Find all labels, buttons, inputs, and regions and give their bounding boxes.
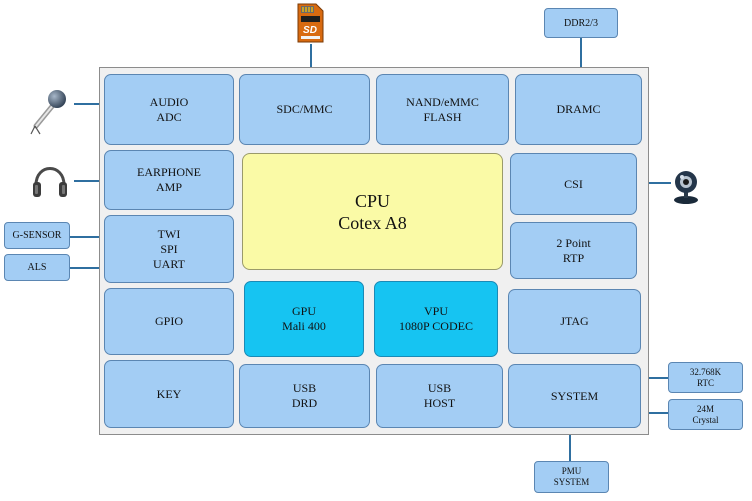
pmu-line-1: PMU [561,466,582,476]
rtc-connector [649,377,668,379]
microphone-connector [74,103,99,105]
audio-adc-block: AUDIO ADC [104,74,234,145]
cpu-block: CPU Cotex A8 [242,153,503,270]
crystal-line-2: Crystal [692,414,719,425]
crystal-box: 24M Crystal [668,399,743,430]
headphones-connector [74,180,99,182]
earphone-amp-line-1: EARPHONE [136,165,201,179]
usb-host-line-2: HOST [423,396,456,410]
ddr-connector [580,38,582,67]
usb-host-block: USB HOST [376,364,503,428]
usb-drd-line-1: USB [292,381,317,395]
twi-spi-uart-block: TWI SPI UART [104,215,234,283]
usb-host-line-1: USB [427,381,452,395]
ddr-box: DDR2/3 [544,8,618,38]
nand-flash-line-2: FLASH [423,109,462,124]
webcam-icon [671,169,701,205]
ddr-label: DDR2/3 [564,17,598,29]
headphones-icon [30,159,70,201]
earphone-amp-block: EARPHONE AMP [104,150,234,210]
usb-drd-block: USB DRD [239,364,370,428]
crystal-connector [649,412,668,414]
vpu-block: VPU 1080P CODEC [374,281,498,357]
sd-card-label: SD [303,25,317,36]
cpu-line-2: Cotex A8 [338,212,407,233]
dramc-block: DRAMC [515,74,642,145]
rtc-box: 32.768K RTC [668,362,743,393]
usb-drd-line-2: DRD [291,396,318,410]
spi-label: SPI [160,241,178,256]
system-label: SYSTEM [550,388,599,403]
gpio-block: GPIO [104,288,234,355]
key-label: KEY [156,386,182,401]
sd-card-icon: SD [295,3,325,44]
sdc-mmc-block: SDC/MMC [239,74,370,145]
nand-flash-block: NAND/eMMC FLASH [376,74,509,145]
csi-block: CSI [510,153,637,215]
uart-label: UART [153,256,185,271]
microphone-icon [28,86,70,136]
webcam-connector [649,182,671,184]
audio-adc-line-2: ADC [156,109,182,124]
rtp-line-1: 2 Point [556,235,591,250]
vpu-line-1: VPU [423,304,448,318]
rtc-line-2: RTC [697,377,714,388]
pmu-system-box: PMU SYSTEM [534,461,609,493]
g-sensor-connector [70,236,99,238]
sd-card-connector [310,44,312,67]
gpu-line-1: GPU [291,304,316,318]
rtc-line-1: 32.768K [689,366,722,377]
pmu-line-2: SYSTEM [553,477,590,487]
jtag-block: JTAG [508,289,641,354]
csi-label: CSI [564,176,583,191]
gpu-line-2: Mali 400 [282,319,326,333]
twi-label: TWI [157,226,181,241]
audio-adc-line-1: AUDIO [149,94,189,109]
sdc-mmc-label: SDC/MMC [276,102,333,116]
dramc-label: DRAMC [556,102,601,116]
earphone-amp-line-2: AMP [155,180,182,194]
jtag-label: JTAG [560,314,589,328]
als-connector [70,267,99,269]
rtp-line-2: RTP [562,250,585,265]
rtp-block: 2 Point RTP [510,222,637,279]
crystal-line-1: 24M [696,403,714,414]
gpu-block: GPU Mali 400 [244,281,364,357]
g-sensor-label: G-SENSOR [12,230,62,241]
pmu-connector [569,435,571,461]
key-block: KEY [104,360,234,428]
g-sensor-box: G-SENSOR [4,222,70,249]
cpu-line-1: CPU [354,190,390,211]
nand-flash-line-1: NAND/eMMC [406,94,479,109]
system-block: SYSTEM [508,364,641,428]
vpu-line-2: 1080P CODEC [399,319,473,333]
als-label: ALS [27,262,47,273]
als-box: ALS [4,254,70,281]
gpio-label: GPIO [154,314,183,328]
